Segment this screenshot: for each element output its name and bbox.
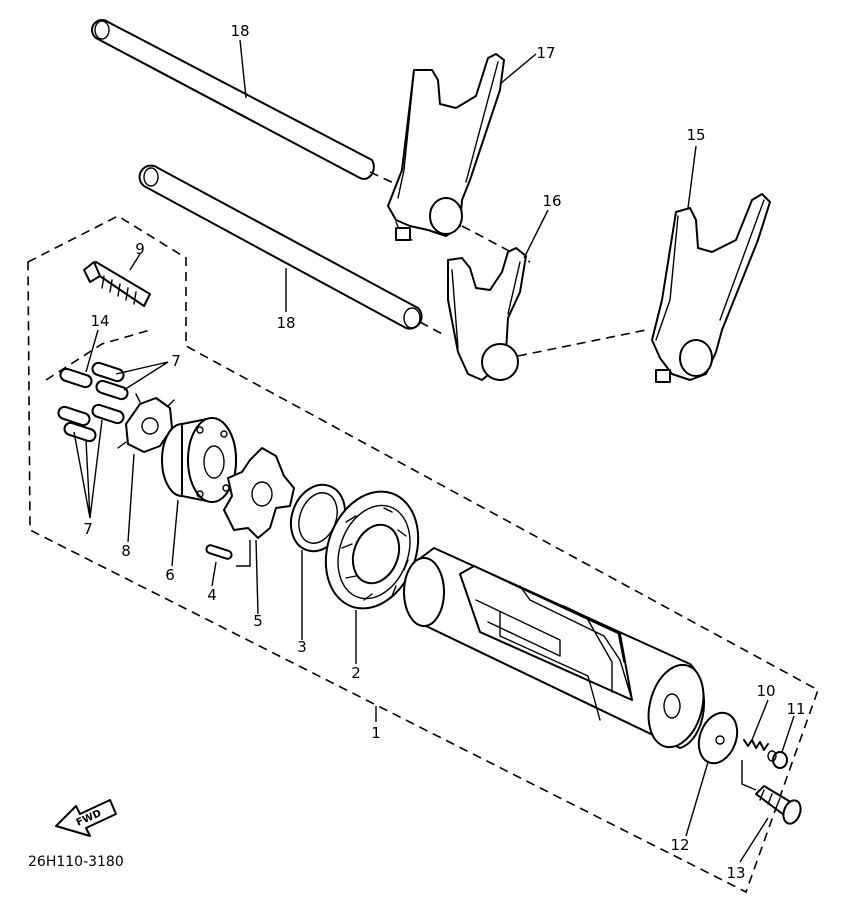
bearing-2 <box>324 490 420 610</box>
callout-2: 2 <box>351 664 361 682</box>
segment-6 <box>161 417 237 503</box>
washer-12 <box>697 711 739 765</box>
callout-18-upper: 18 <box>230 22 249 40</box>
callout-16: 16 <box>542 192 561 210</box>
callout-18-lower: 18 <box>276 314 295 332</box>
callout-17: 17 <box>536 44 555 62</box>
callout-9: 9 <box>135 240 145 258</box>
shift-drum-1 <box>403 547 705 749</box>
callout-11: 11 <box>786 700 805 718</box>
callout-13: 13 <box>726 864 745 882</box>
pins-7-upper <box>59 361 129 401</box>
callout-7-upper: 7 <box>171 352 181 370</box>
shift-fork-17 <box>387 53 531 263</box>
callout-7-lower: 7 <box>83 520 93 538</box>
screw-9 <box>83 261 151 307</box>
callout-12: 12 <box>670 836 689 854</box>
shift-fork-16 <box>447 247 647 381</box>
pin-4 <box>205 544 233 560</box>
pins-7-lower <box>57 403 125 443</box>
callout-1: 1 <box>371 724 381 742</box>
callout-10: 10 <box>756 682 775 700</box>
callout-5: 5 <box>253 612 263 630</box>
callout-4: 4 <box>207 586 217 604</box>
sub-group-boundary <box>45 329 151 381</box>
pin-11 <box>767 750 788 769</box>
callout-labels: 18 17 15 16 9 18 14 7 7 8 6 4 5 3 2 1 10… <box>83 22 805 882</box>
shift-fork-rod-upper <box>91 19 401 187</box>
leader-lines <box>73 39 795 863</box>
spring-10 <box>743 739 769 751</box>
callout-8: 8 <box>121 542 131 560</box>
shift-fork-15 <box>651 193 771 383</box>
forward-arrow-icon: FWD <box>55 799 117 837</box>
shift-fork-rod-lower <box>138 164 447 337</box>
screw-13 <box>741 760 802 825</box>
callout-3: 3 <box>297 638 307 656</box>
callout-15: 15 <box>686 126 705 144</box>
callout-14: 14 <box>90 312 109 330</box>
callout-6: 6 <box>165 566 175 584</box>
star-plate-5 <box>223 447 295 567</box>
part-code: 26H110-3180 <box>28 854 124 870</box>
